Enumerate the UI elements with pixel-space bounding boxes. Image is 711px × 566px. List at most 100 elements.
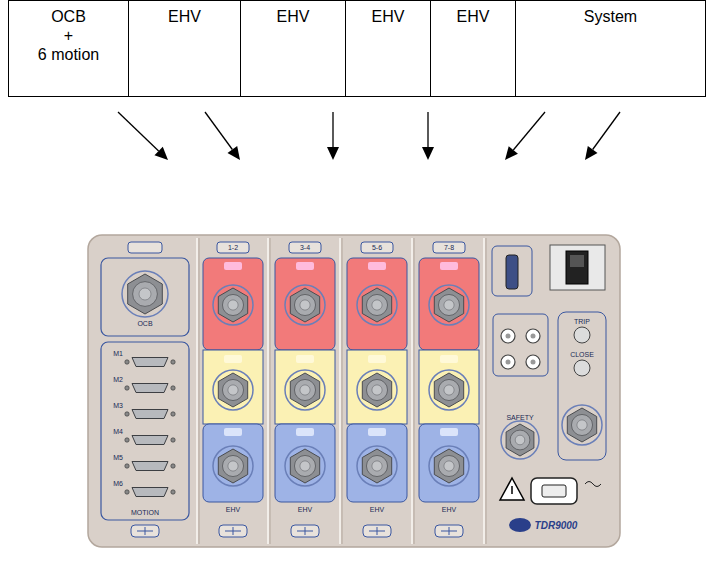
logo-mark — [509, 518, 531, 532]
connector-pins — [300, 461, 310, 471]
connector-ring — [501, 421, 539, 459]
band-blue — [419, 424, 479, 502]
module-latch — [219, 525, 247, 537]
connector-ring — [562, 405, 602, 445]
fuse-holder — [574, 327, 590, 343]
module-tab — [433, 242, 465, 253]
power-switch — [566, 251, 588, 284]
connector-ring — [285, 446, 325, 486]
source-box: EHV — [240, 0, 346, 97]
module-latch — [131, 525, 159, 537]
panel-label: TRIP — [574, 318, 590, 326]
trigger-frame — [493, 314, 548, 376]
module-divider — [270, 238, 271, 544]
dsub-connector — [132, 410, 168, 419]
panel-label: EHV — [370, 506, 384, 514]
source-box: EHV — [345, 0, 431, 97]
bnc-pin — [531, 360, 536, 365]
phase-tag — [440, 428, 458, 436]
connector-hex — [290, 288, 319, 322]
module-latch — [435, 525, 463, 537]
source-box: OCB+6 motion — [8, 0, 129, 97]
bnc-jack — [501, 329, 515, 343]
panel-label: 3-4 — [300, 244, 310, 252]
connector-pins — [139, 288, 151, 300]
connector-face — [133, 282, 158, 307]
connector-hex — [434, 288, 463, 322]
phase-tag — [440, 355, 458, 363]
panel-label: 7-8 — [444, 244, 454, 252]
latch-slot — [233, 527, 234, 535]
serial-port — [506, 255, 518, 289]
dsub-screw — [125, 490, 129, 494]
connector-face — [222, 379, 243, 400]
pointer-arrow — [118, 112, 159, 151]
box-label: EHV — [241, 7, 345, 26]
dsub-screw — [125, 360, 129, 364]
connector-face — [438, 455, 459, 476]
bnc-pin — [531, 334, 536, 339]
dsub-screw — [171, 464, 175, 468]
band-blue — [347, 424, 407, 502]
module-divider — [196, 238, 198, 544]
bnc-jack — [526, 329, 540, 343]
arrow-head — [154, 147, 168, 160]
arrow-head — [422, 147, 434, 160]
pointer-arrow — [332, 112, 333, 147]
connector-face — [366, 294, 387, 315]
dsub-screw — [125, 464, 129, 468]
connector-ring — [429, 285, 469, 325]
arrow-head — [227, 146, 240, 160]
module-tab — [217, 242, 249, 253]
connector-face — [294, 455, 315, 476]
latch-slot — [377, 527, 378, 535]
module-divider — [342, 238, 343, 544]
latch-slot — [305, 527, 306, 535]
trip-close-frame — [558, 312, 606, 460]
connector-face — [438, 294, 459, 315]
dsub-screw — [125, 412, 129, 416]
phase-tag — [368, 262, 386, 270]
connector-ring — [285, 285, 325, 325]
brand-logo: TDR9000 — [535, 520, 578, 531]
pointer-arrow — [593, 112, 620, 149]
module-tab — [361, 242, 393, 253]
motion-frame — [101, 342, 189, 520]
dsub-screw — [171, 360, 175, 364]
connector-pins — [372, 461, 382, 471]
latch-slot — [449, 527, 450, 535]
phase-tag — [224, 355, 242, 363]
dsub-screw — [171, 386, 175, 390]
module-divider — [486, 238, 487, 544]
module-divider — [414, 238, 415, 544]
module-divider — [411, 238, 413, 544]
module-divider — [267, 238, 269, 544]
connector-face — [222, 455, 243, 476]
module-latch — [363, 525, 391, 537]
panel-label: M4 — [113, 428, 123, 436]
connector-ring — [357, 370, 397, 410]
module-divider — [199, 238, 200, 544]
phase-tag — [224, 428, 242, 436]
connector-hex — [128, 274, 163, 314]
dsub-screw — [125, 386, 129, 390]
dsub-screw — [171, 490, 175, 494]
connector-pins — [228, 300, 238, 310]
phase-tag — [368, 355, 386, 363]
arrow-head — [505, 146, 518, 160]
phase-tag — [296, 262, 314, 270]
connector-pins — [228, 461, 238, 471]
connector-ring — [122, 271, 168, 317]
connector-face — [222, 294, 243, 315]
panel-label: M1 — [113, 350, 123, 358]
inlet-socket — [542, 485, 566, 497]
arrow-head — [327, 147, 339, 160]
latch-slot — [145, 527, 146, 535]
band-yellow — [275, 350, 335, 424]
band-blue — [203, 424, 263, 502]
connector-face — [294, 379, 315, 400]
pointer-arrow — [427, 112, 428, 147]
connector-hex — [218, 373, 247, 407]
phase-tag — [224, 262, 242, 270]
front-panel — [88, 235, 620, 547]
